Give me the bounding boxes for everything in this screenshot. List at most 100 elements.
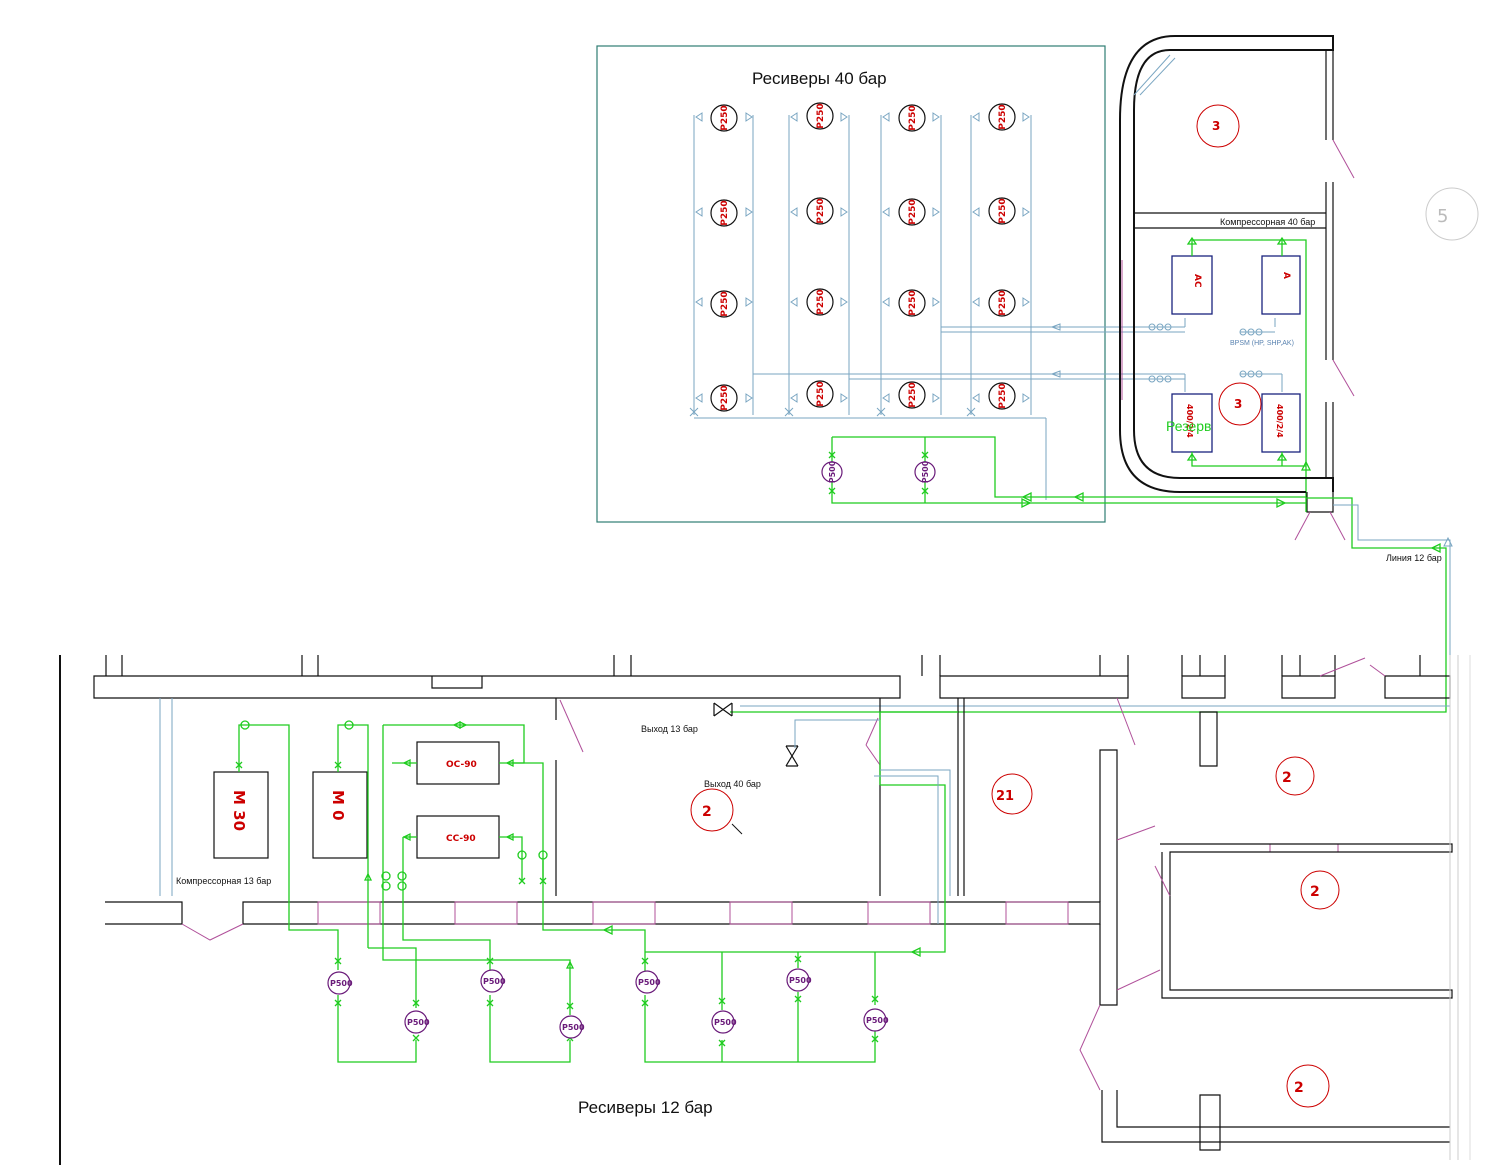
receiver-p250: P250: [898, 104, 926, 132]
receiver-p500: P500: [711, 1010, 737, 1034]
svg-text:P500: P500: [828, 460, 837, 483]
receiver-p250: P250: [710, 104, 738, 132]
receiver-p250: P250: [898, 381, 926, 409]
receiver-12-group: P500 P500 P500 P500 P500 P500 P500 P500: [327, 968, 889, 1039]
outlet-40-label: Выход 40 бар: [704, 779, 761, 789]
receiver-p250: P250: [806, 380, 834, 408]
receiver-p500: P500: [327, 971, 353, 995]
svg-text:P250: P250: [816, 381, 826, 406]
receiver-40-piping: [689, 112, 1283, 500]
receiver-room-40-outline: [596, 45, 1106, 523]
room-mark: 2: [1300, 870, 1340, 910]
svg-text:A: A: [1281, 272, 1291, 279]
svg-text:P500: P500: [483, 977, 506, 986]
svg-text:P250: P250: [720, 105, 730, 130]
svg-text:P500: P500: [789, 976, 812, 985]
svg-text:400/2/4: 400/2/4: [1185, 404, 1194, 438]
svg-text:P250: P250: [998, 198, 1008, 223]
svg-text:P500: P500: [330, 979, 353, 988]
svg-text:2: 2: [1282, 770, 1292, 786]
svg-text:2: 2: [1310, 884, 1320, 900]
svg-text:P250: P250: [720, 385, 730, 410]
svg-text:P500: P500: [866, 1016, 889, 1025]
compressor-room-13-label: Компрессорная 13 бар: [176, 876, 271, 886]
receiver-p500: P500: [821, 460, 843, 483]
svg-text:P500: P500: [407, 1018, 430, 1027]
lower-building-walls: [59, 655, 1471, 1165]
compressor-unit: [1261, 255, 1301, 315]
svg-text:M 30: M 30: [230, 790, 248, 831]
receiver-p250: P250: [806, 288, 834, 316]
svg-text:P250: P250: [908, 105, 918, 130]
svg-text:CC-90: CC-90: [446, 834, 476, 844]
compressor-13-units: M 30 M 0 OC-90 CC-90: [213, 741, 500, 859]
line-12-label: Линия 12 бар: [1386, 553, 1442, 563]
svg-text:P250: P250: [720, 291, 730, 316]
receiver-p250: P250: [710, 384, 738, 412]
receivers-12-title: Ресиверы 12 бар: [578, 1098, 713, 1117]
svg-text:P250: P250: [998, 383, 1008, 408]
receiver-p250: P250: [988, 197, 1016, 225]
reserve-label: Резерв: [1166, 418, 1211, 434]
room-mark: 2: [1286, 1064, 1330, 1108]
receiver-p250: P250: [806, 197, 834, 225]
compressor-unit: [213, 771, 269, 859]
svg-text:P500: P500: [921, 460, 930, 483]
receiver-p500: P500: [480, 969, 506, 993]
svg-text:3: 3: [1212, 119, 1220, 133]
svg-text:P500: P500: [638, 978, 661, 987]
svg-text:P250: P250: [998, 290, 1008, 315]
compressor-room-40-label: Компрессорная 40 бар: [1220, 217, 1315, 227]
receiver-p250: P250: [898, 289, 926, 317]
receiver-p500: P500: [559, 1015, 585, 1039]
room-mark: 3: [1218, 382, 1262, 426]
compressor-unit: [1261, 393, 1301, 453]
receiver-p500: P500: [786, 968, 812, 992]
receiver-p250: P250: [710, 199, 738, 227]
outlet-13-valve-icon: [713, 702, 733, 717]
dryer-note: BPSM (HP, SHP,AK): [1230, 340, 1294, 347]
svg-text:OC-90: OC-90: [446, 760, 477, 770]
receivers-40-title: Ресиверы 40 бар: [752, 69, 887, 88]
receiver-40-green-loop: P500 P500: [821, 436, 1307, 509]
svg-text:P250: P250: [720, 200, 730, 225]
receiver-p250: P250: [988, 103, 1016, 131]
room-mark: 2: [690, 788, 743, 835]
svg-text:M 0: M 0: [329, 790, 347, 821]
edge-mark: 5: [1425, 187, 1479, 241]
svg-text:21: 21: [996, 789, 1014, 804]
svg-text:3: 3: [1234, 397, 1242, 411]
svg-text:P250: P250: [816, 289, 826, 314]
svg-text:2: 2: [1294, 1080, 1304, 1096]
svg-text:P250: P250: [908, 199, 918, 224]
line-12-pipe: [730, 497, 1453, 713]
room-mark: 21: [991, 773, 1033, 815]
receiver-p250: P250: [710, 290, 738, 318]
outlet-40-valve-icon: [785, 745, 799, 767]
outlet-13-label: Выход 13 бар: [641, 724, 698, 734]
svg-text:P250: P250: [998, 104, 1008, 129]
receiver-p250: P250: [806, 102, 834, 130]
svg-text:P250: P250: [908, 290, 918, 315]
svg-text:P250: P250: [908, 382, 918, 407]
receiver-p500: P500: [863, 1008, 889, 1032]
receiver-p250: P250: [898, 198, 926, 226]
compressor-unit: [1171, 255, 1213, 315]
compressor-40-units: AC A 400/2/4 400/2/4: [1148, 236, 1312, 471]
receiver-p500: P500: [914, 460, 936, 483]
svg-text:P250: P250: [816, 198, 826, 223]
svg-text:P500: P500: [562, 1023, 585, 1032]
compressor-room-40-walls: [1119, 35, 1355, 541]
svg-text:P250: P250: [816, 103, 826, 128]
svg-text:400/2/4: 400/2/4: [1275, 404, 1284, 438]
svg-text:5: 5: [1437, 206, 1448, 227]
compressor-unit: [312, 771, 368, 859]
receiver-p500: P500: [404, 1010, 430, 1034]
svg-text:AC: AC: [1192, 274, 1202, 288]
receiver-p500: P500: [635, 970, 661, 994]
receiver-p250: P250: [988, 382, 1016, 410]
room-mark: 3: [1196, 104, 1240, 148]
receiver-p250: P250: [988, 289, 1016, 317]
piping-13-bar: [235, 711, 958, 1063]
room-mark: 2: [1275, 756, 1315, 796]
